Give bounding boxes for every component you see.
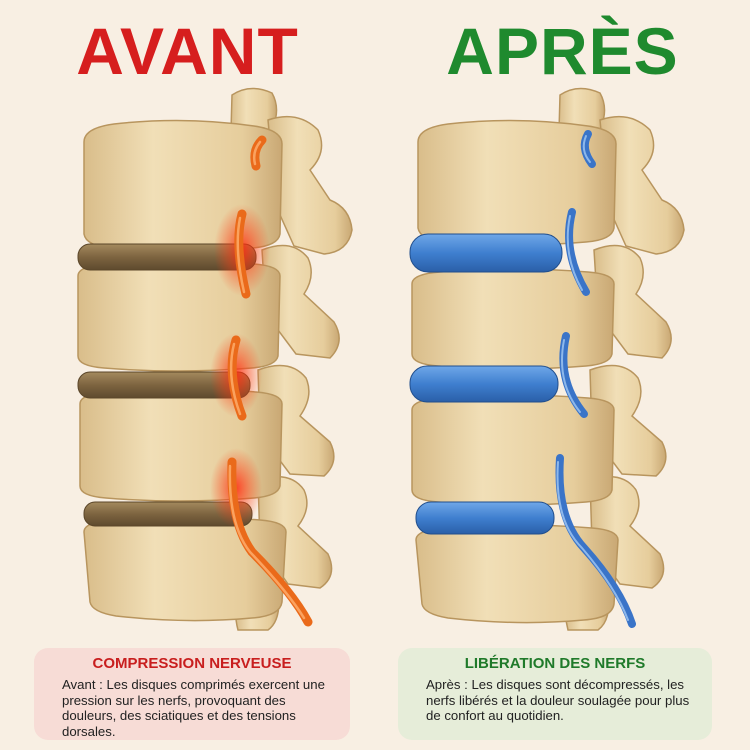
after-panel-text: Après : Les disques sont décompressés, l… bbox=[426, 677, 690, 723]
spine-comparison-illustration bbox=[77, 87, 685, 631]
before-heading: AVANT bbox=[76, 14, 299, 88]
after-info-panel: LIBÉRATION DES NERFS Après : Les disques… bbox=[398, 648, 712, 740]
before-info-panel: COMPRESSION NERVEUSE Avant : Les disques… bbox=[34, 648, 350, 740]
after-spine bbox=[409, 87, 685, 631]
after-disc-healthy-2 bbox=[409, 365, 559, 403]
after-disc-healthy-1 bbox=[409, 233, 563, 273]
after-panel-title: LIBÉRATION DES NERFS bbox=[464, 655, 646, 672]
before-panel-text: Avant : Les disques comprimés exercent u… bbox=[62, 677, 325, 739]
after-heading: APRÈS bbox=[446, 14, 679, 88]
before-vertebra-4 bbox=[83, 516, 287, 622]
before-panel-title: COMPRESSION NERVEUSE bbox=[92, 655, 292, 672]
after-disc-healthy-3 bbox=[415, 501, 555, 535]
after-vertebra-4 bbox=[415, 524, 619, 624]
before-spine bbox=[77, 87, 353, 631]
